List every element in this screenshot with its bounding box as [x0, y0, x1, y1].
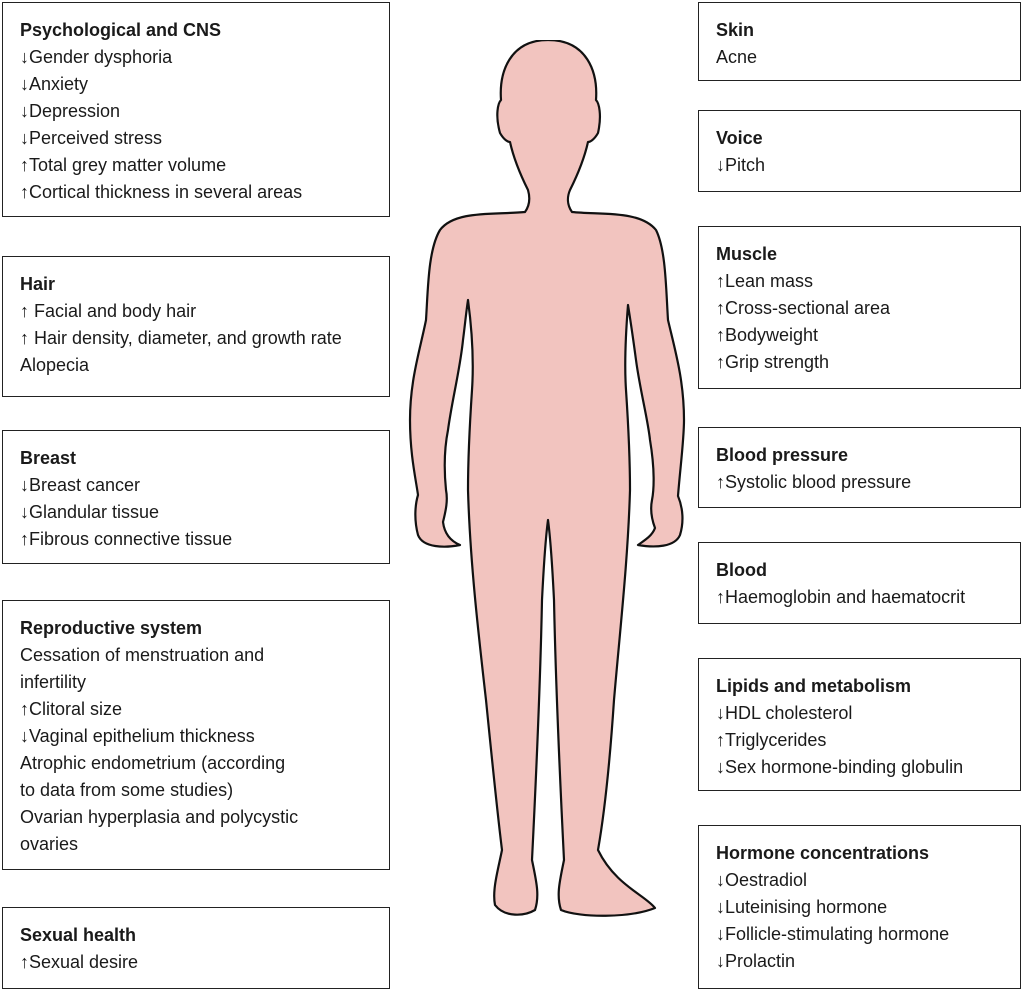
- lipids-box: Lipids and metabolism ↓HDL cholesterol ↑Tr…: [698, 658, 1021, 791]
- breast-box: Breast ↓Breast cancer ↓Glandular tissue ↑Fi…: [2, 430, 390, 564]
- effect-item: ↑Cortical thickness in several areas: [20, 182, 303, 202]
- effect-item: ↑Grip strength: [716, 352, 830, 372]
- psych-box: Psychological and CNS ↓Gender dysphoria ↓A…: [2, 2, 390, 217]
- repro-title: Reproductive system: [20, 618, 203, 638]
- voice-title: Voice: [716, 128, 763, 148]
- breast-title: Breast: [20, 448, 77, 468]
- psych-title: Psychological and CNS: [20, 20, 222, 40]
- effect-item: ↑Haemoglobin and haematocrit: [716, 587, 966, 607]
- voice-effects-list: ↓Pitch: [716, 152, 1008, 179]
- bp-box: Blood pressure ↑Systolic blood pressure: [698, 427, 1021, 508]
- hormone-title: Hormone concentrations: [716, 843, 930, 863]
- bp-title: Blood pressure: [716, 445, 849, 465]
- effect-item: ↓Pitch: [716, 155, 766, 175]
- effect-item: ↑Bodyweight: [716, 325, 819, 345]
- effect-item: ↑Sexual desire: [20, 952, 139, 972]
- effect-item: ↑ Hair density, diameter, and growth rat…: [20, 328, 342, 348]
- effect-item: ↑ Facial and body hair: [20, 301, 197, 321]
- effect-item: ↓Luteinising hormone: [716, 897, 888, 917]
- effect-item: ↓HDL cholesterol: [716, 703, 853, 723]
- lipids-title: Lipids and metabolism: [716, 676, 912, 696]
- effect-item: ↓Sex hormone-binding globulin: [716, 757, 964, 777]
- body-outline: [408, 40, 686, 917]
- skin-effects-list: Acne: [716, 44, 1008, 71]
- hormone-box: Hormone concentrations ↓Oestradiol ↓Lutein…: [698, 825, 1021, 989]
- effect-item: ↑Lean mass: [716, 271, 814, 291]
- effect-item: ↓Breast cancer: [20, 475, 141, 495]
- lipids-effects-list: ↓HDL cholesterol ↑Triglycerides ↓Sex hormo…: [716, 700, 1008, 781]
- effect-item: Ovarian hyperplasia and polycystic ovari…: [20, 807, 299, 854]
- effect-item: ↑Total grey matter volume: [20, 155, 227, 175]
- muscle-effects-list: ↑Lean mass ↑Cross-sectional area ↑Bodyweig…: [716, 268, 1008, 376]
- effect-item: Atrophic endometrium (according to data …: [20, 753, 286, 800]
- effect-item: ↓Oestradiol: [716, 870, 808, 890]
- effect-item: ↓Anxiety: [20, 74, 89, 94]
- bp-effects-list: ↑Systolic blood pressure: [716, 469, 1008, 496]
- repro-effects-list: Cessation of menstruation and infertilit…: [20, 642, 377, 858]
- sexual-effects-list: ↑Sexual desire: [20, 949, 377, 976]
- skin-title: Skin: [716, 20, 755, 40]
- hormone-effects-list: ↓Oestradiol ↓Luteinising hormone ↓Follicle…: [716, 867, 1008, 975]
- human-body-silhouette: [408, 40, 686, 917]
- blood-title: Blood: [716, 560, 767, 580]
- effect-item: ↑Fibrous connective tissue: [20, 529, 233, 549]
- sexual-box: Sexual health ↑Sexual desire: [2, 907, 390, 989]
- effect-item: ↓Glandular tissue: [20, 502, 160, 522]
- voice-box: Voice ↓Pitch: [698, 110, 1021, 192]
- effect-item: ↓Gender dysphoria: [20, 47, 173, 67]
- effect-item: Acne: [716, 47, 758, 67]
- effect-item: ↓Vaginal epithelium thickness: [20, 726, 255, 746]
- effect-item: ↓Depression: [20, 101, 121, 121]
- effect-item: ↑Systolic blood pressure: [716, 472, 912, 492]
- sexual-title: Sexual health: [20, 925, 137, 945]
- muscle-title: Muscle: [716, 244, 778, 264]
- breast-effects-list: ↓Breast cancer ↓Glandular tissue ↑Fibrous …: [20, 472, 377, 553]
- effect-item: ↑Cross-sectional area: [716, 298, 891, 318]
- hair-box: Hair ↑ Facial and body hair ↑ Hair density…: [2, 256, 390, 397]
- effect-item: Alopecia: [20, 355, 90, 375]
- muscle-box: Muscle ↑Lean mass ↑Cross-sectional area ↑Bo…: [698, 226, 1021, 389]
- effect-item: Cessation of menstruation and infertilit…: [20, 645, 265, 692]
- effect-item: ↑Clitoral size: [20, 699, 123, 719]
- psych-effects-list: ↓Gender dysphoria ↓Anxiety ↓Depression ↓Per…: [20, 44, 377, 206]
- blood-box: Blood ↑Haemoglobin and haematocrit: [698, 542, 1021, 624]
- effect-item: ↓Prolactin: [716, 951, 796, 971]
- hair-title: Hair: [20, 274, 56, 294]
- hair-effects-list: ↑ Facial and body hair ↑ Hair density, di…: [20, 298, 377, 379]
- effect-item: ↑Triglycerides: [716, 730, 827, 750]
- effect-item: ↓Perceived stress: [20, 128, 163, 148]
- effect-item: ↓Follicle-stimulating hormone: [716, 924, 950, 944]
- blood-effects-list: ↑Haemoglobin and haematocrit: [716, 584, 1008, 611]
